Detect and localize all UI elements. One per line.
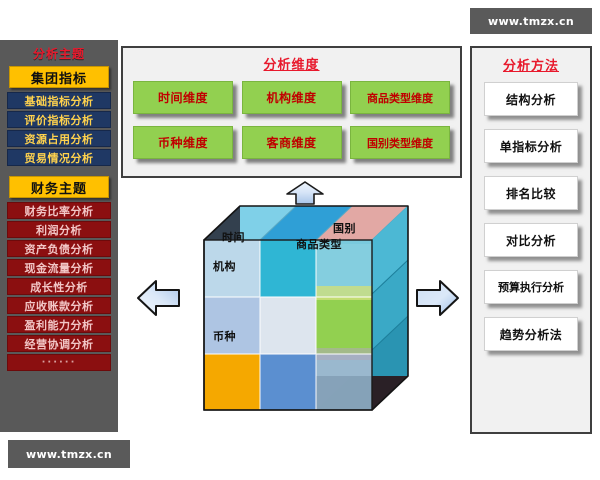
- cube-label-time: 时间: [222, 231, 245, 244]
- sidebar-title: 分析主题: [32, 47, 85, 61]
- sidebar-group-header-group-indicators[interactable]: 集团指标: [9, 66, 109, 88]
- cube-right-face: [371, 206, 409, 410]
- method-budget-execution-analysis[interactable]: 预算执行分析: [484, 270, 578, 304]
- cube-label-country: 国别: [333, 222, 356, 235]
- cube-label-currency: 币种: [213, 330, 236, 343]
- dimension-currency[interactable]: 币种维度: [133, 126, 233, 159]
- right-panel-title: 分析方法: [502, 59, 559, 74]
- sidebar-item-profit-analysis[interactable]: 利润分析: [7, 221, 111, 238]
- sidebar-item-resource-usage-analysis[interactable]: 资源占用分析: [7, 130, 111, 147]
- sidebar-group-header-finance-topics[interactable]: 财务主题: [9, 176, 109, 198]
- top-panel-title: 分析维度: [263, 58, 320, 73]
- panel-analysis-dimensions: 分析维度 时间维度 机构维度 商品类型维度 币种维度 客商维度 国别类型维度: [121, 46, 462, 178]
- cube-label-product-type: 商品类型: [296, 238, 342, 251]
- dimension-customer[interactable]: 客商维度: [241, 126, 342, 159]
- cube-svg: [203, 205, 409, 411]
- sidebar-item-assets-liabilities-analysis[interactable]: 资产负债分析: [7, 240, 111, 257]
- cube-front-face: [203, 239, 373, 411]
- watermark-top-right: www.tmzx.cn: [470, 8, 592, 34]
- sidebar-item-profitability-analysis[interactable]: 盈利能力分析: [7, 316, 111, 333]
- arrow-left-icon: [134, 276, 184, 320]
- sidebar-item-growth-analysis[interactable]: 成长性分析: [7, 278, 111, 295]
- watermark-bottom-left: www.tmzx.cn: [8, 440, 130, 468]
- sidebar-group-spacer: [0, 168, 118, 175]
- dimension-time[interactable]: 时间维度: [133, 81, 233, 114]
- dimension-row-1: 时间维度 机构维度 商品类型维度: [129, 81, 454, 114]
- sidebar-item-evaluation-indicator-analysis[interactable]: 评价指标分析: [7, 111, 111, 128]
- sidebar-item-basic-indicator-analysis[interactable]: 基础指标分析: [7, 92, 111, 109]
- method-structure-analysis[interactable]: 结构分析: [484, 82, 578, 116]
- sidebar-item-receivables-analysis[interactable]: 应收账款分析: [7, 297, 111, 314]
- sidebar-item-more[interactable]: ······: [7, 354, 111, 371]
- sidebar-item-operation-coordination-analysis[interactable]: 经营协调分析: [7, 335, 111, 352]
- method-single-indicator-analysis[interactable]: 单指标分析: [484, 129, 578, 163]
- sidebar-item-cash-flow-analysis[interactable]: 现金流量分析: [7, 259, 111, 276]
- dimension-country-type[interactable]: 国别类型维度: [350, 126, 450, 159]
- sidebar-item-trade-situation-analysis[interactable]: 贸易情况分析: [7, 149, 111, 166]
- dimension-organization[interactable]: 机构维度: [241, 81, 342, 114]
- method-trend-analysis[interactable]: 趋势分析法: [484, 317, 578, 351]
- arrow-up-icon: [283, 180, 327, 206]
- method-contrast-analysis[interactable]: 对比分析: [484, 223, 578, 257]
- arrow-right-icon: [412, 276, 462, 320]
- olap-cube-diagram: 时间 机构 币种 商品类型 国别: [196, 198, 416, 430]
- sidebar-analysis-topics: 分析主题 集团指标 基础指标分析 评价指标分析 资源占用分析 贸易情况分析 财务…: [0, 40, 118, 432]
- panel-analysis-methods: 分析方法 结构分析 单指标分析 排名比较 对比分析 预算执行分析 趋势分析法: [470, 46, 592, 434]
- sidebar-item-financial-ratio-analysis[interactable]: 财务比率分析: [7, 202, 111, 219]
- dimension-product-type[interactable]: 商品类型维度: [350, 81, 450, 114]
- method-ranking-comparison[interactable]: 排名比较: [484, 176, 578, 210]
- dimension-row-2: 币种维度 客商维度 国别类型维度: [129, 126, 454, 159]
- cube-label-organization: 机构: [213, 260, 236, 273]
